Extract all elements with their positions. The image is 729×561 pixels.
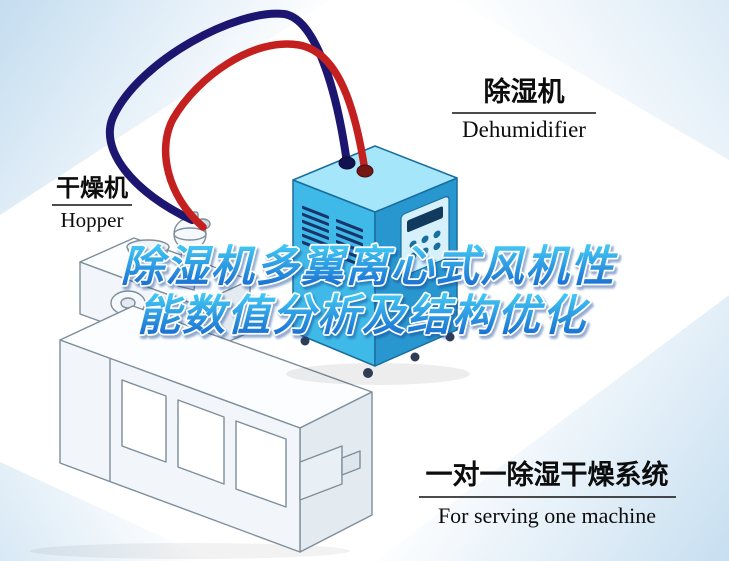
hopper-label-en: Hopper <box>61 208 124 232</box>
dry-air-hose-red <box>161 40 369 231</box>
dehumidifier-shadow <box>286 363 470 385</box>
hopper-callout: 干燥机 Hopper <box>52 175 132 232</box>
hopper-rim <box>126 239 170 255</box>
caster-wheel <box>363 368 373 378</box>
front-panel-1 <box>121 379 167 463</box>
extruder-machine-illustration <box>30 211 373 559</box>
corner-accent-bottom-right <box>375 295 729 561</box>
panel-display <box>407 206 443 233</box>
nozzle-tip <box>341 450 361 476</box>
blower-sphere-band <box>173 227 207 241</box>
system-label-en: For serving one machine <box>438 503 656 528</box>
dehumidifier-label-en: Dehumidifier <box>462 117 586 142</box>
corner-accent-bottom-left <box>0 462 215 561</box>
caster-wheel <box>445 332 455 342</box>
title-line-1: 除湿机多翼离心式风机性 <box>121 243 619 291</box>
vent-louvers <box>302 205 363 268</box>
dehumidifier-illustration <box>286 145 470 385</box>
control-panel <box>400 196 450 277</box>
blower-tube <box>177 247 199 291</box>
title-line-2: 能数值分析及结构优化 <box>137 292 591 340</box>
hopper-label-zh: 干燥机 <box>56 175 128 202</box>
hose-fitting-navy <box>338 156 356 170</box>
system-label-zh: 一对一除湿干燥系统 <box>426 459 669 490</box>
corner-accent-top-right <box>455 0 729 160</box>
hose-fitting-red <box>356 164 374 178</box>
system-callout: 一对一除湿干燥系统 For serving one machine <box>419 459 676 528</box>
machine-floor-shadow <box>30 543 350 559</box>
dehumidifier-top-face <box>292 145 458 213</box>
caster-wheel <box>410 352 420 362</box>
front-panel-2 <box>177 399 225 485</box>
front-panel-3 <box>235 420 287 508</box>
caster-wheel <box>300 336 310 346</box>
dehumidifier-callout: 除湿机 Dehumidifier <box>452 76 596 142</box>
poster-title: 除湿机多翼离心式风机性 能数值分析及结构优化 <box>119 241 619 342</box>
dehumidifier-label-zh: 除湿机 <box>484 76 565 107</box>
nozzle-block <box>299 445 343 501</box>
